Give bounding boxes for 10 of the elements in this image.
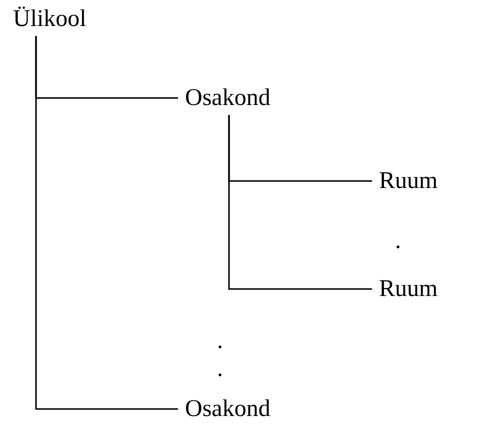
connector-line xyxy=(35,36,178,410)
ellipsis-dot: . xyxy=(395,227,401,256)
connector-line xyxy=(228,115,372,290)
node-label: Ülikool xyxy=(6,2,86,36)
ellipsis-dot: . xyxy=(217,327,223,356)
ellipsis-dot: . xyxy=(217,355,223,384)
node-label: Osakond xyxy=(178,392,270,426)
node-label: Osakond xyxy=(178,81,270,115)
node-label: Ruum xyxy=(372,164,438,198)
node-label: Ruum xyxy=(372,272,438,306)
